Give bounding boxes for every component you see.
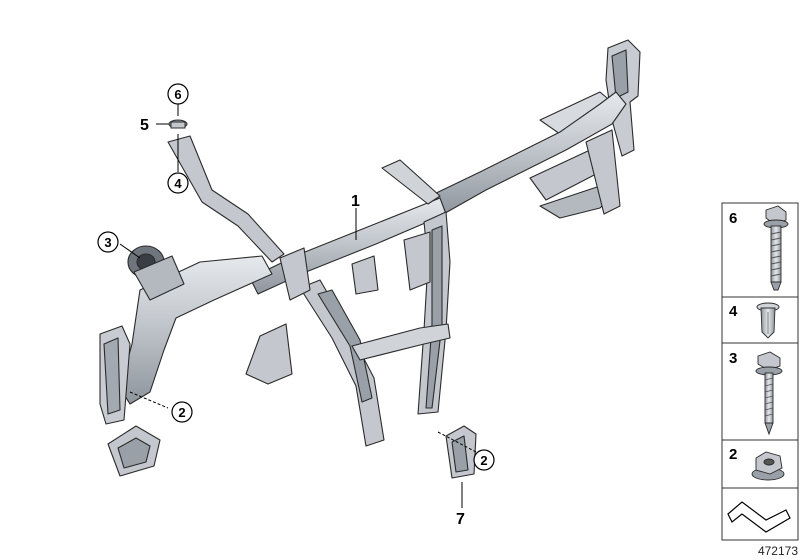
svg-text:2: 2 xyxy=(178,405,185,420)
svg-text:6: 6 xyxy=(729,210,737,227)
callout-7: 7 xyxy=(456,511,465,528)
callout-2-left: 2 xyxy=(171,401,193,423)
svg-text:4: 4 xyxy=(729,303,738,320)
svg-text:3: 3 xyxy=(729,350,737,367)
svg-text:3: 3 xyxy=(104,235,111,250)
legend-row-2: 2 xyxy=(729,446,785,481)
callout-5: 5 xyxy=(140,117,149,134)
image-id: 472173 xyxy=(758,544,798,558)
svg-text:2: 2 xyxy=(729,446,737,463)
left-upper-strut xyxy=(167,135,285,263)
callout-1: 1 xyxy=(351,193,360,210)
callout-6: 6 xyxy=(167,83,189,105)
legend-row-3: 3 xyxy=(729,350,783,436)
callout-2-right: 2 xyxy=(473,449,495,471)
legend-panel: 6 4 3 xyxy=(721,202,799,541)
callout-4: 4 xyxy=(167,172,189,194)
cross-car-beam xyxy=(99,39,641,479)
centre-support-left xyxy=(299,279,385,447)
main-beam-right xyxy=(429,91,627,217)
hex-flange-self-tapping-screw-icon xyxy=(755,351,783,436)
parts-diagram-arrow-icon xyxy=(727,501,791,533)
expanding-rivet-nut-icon xyxy=(756,302,780,339)
svg-text:4: 4 xyxy=(174,176,182,191)
svg-text:2: 2 xyxy=(480,453,487,468)
hex-flange-bolt-long-icon xyxy=(763,205,789,291)
legend-row-4: 4 xyxy=(729,302,780,339)
hex-flange-nut-icon xyxy=(751,451,785,481)
callout-3: 3 xyxy=(97,231,119,253)
part-5-nut xyxy=(168,119,188,129)
legend-row-6: 6 xyxy=(729,205,789,291)
leader-lines xyxy=(119,104,477,508)
svg-text:6: 6 xyxy=(174,87,181,102)
